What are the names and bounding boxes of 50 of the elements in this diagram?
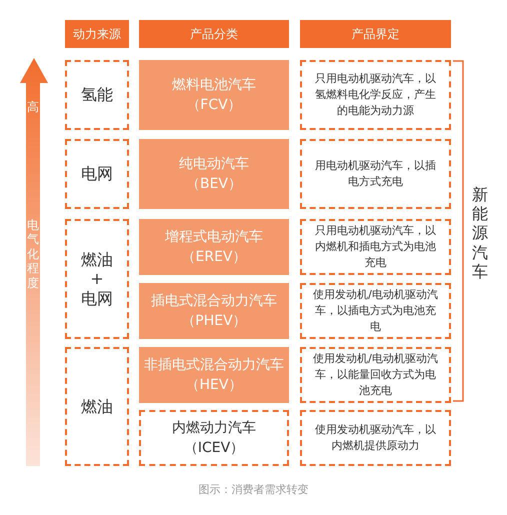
cell-text: （HEV） <box>186 376 242 395</box>
power-source-cell <box>65 347 129 466</box>
definition-text: 只用电动机驱动汽车，以氢燃料电化学反应，产生的电能为动力源 <box>314 71 437 119</box>
cell-text: 非插电式混合动力汽车 <box>144 356 284 375</box>
cell-text: 燃油 <box>81 250 113 270</box>
definition-cell <box>300 139 451 209</box>
power-source-cell <box>65 60 129 130</box>
definition-cell <box>300 410 451 466</box>
definition-text: 只用电动机驱动汽车，以内燃机和插电方式为电池充电 <box>314 223 437 271</box>
power-source-cell <box>65 219 129 339</box>
cell-text: 内燃动力汽车 <box>172 418 256 438</box>
definition-cell <box>300 60 451 130</box>
cell-text: 燃料电池汽车 <box>172 76 256 95</box>
category-box <box>139 60 289 130</box>
definition-cell <box>300 219 451 275</box>
header-text: 产品分类 <box>190 26 238 42</box>
cell-text: 电网 <box>81 288 113 308</box>
arrow-label: 电气化程度 <box>27 218 39 290</box>
caption: 图示：消费者需求转变 <box>198 482 310 497</box>
cell-text: （PHEV） <box>181 312 247 331</box>
cell-text: （FCV） <box>186 96 242 115</box>
cell-text: 纯电动汽车 <box>179 154 249 174</box>
definition-text: 用电动机驱动汽车，以插电方式充电 <box>314 158 437 190</box>
definition-text: 使用发动机驱动汽车，以内燃机提供原动力 <box>314 422 437 454</box>
category-box <box>139 410 289 466</box>
column-header <box>65 20 129 48</box>
category-box <box>139 139 289 209</box>
column-header <box>139 20 289 48</box>
cell-text: 电网 <box>81 164 113 184</box>
definition-text: 使用发动机/电动机驱动汽车，以插电方式为电池充电 <box>312 287 439 335</box>
category-box <box>139 219 289 275</box>
definition-text: 使用发动机/电动机驱动汽车，以能量回收方式为电池充电 <box>312 351 439 399</box>
cell-text: （BEV） <box>186 175 242 194</box>
cell-text: + <box>90 269 104 289</box>
power-source-cell <box>65 139 129 209</box>
cell-text: （EREV） <box>182 248 246 267</box>
definition-cell <box>300 283 451 339</box>
cell-text: 氢能 <box>81 85 113 105</box>
column-header <box>300 20 451 48</box>
cell-text: （ICEV） <box>184 439 244 458</box>
category-box <box>139 283 289 339</box>
header-text: 产品界定 <box>352 26 400 42</box>
cell-text: 插电式混合动力汽车 <box>151 292 277 311</box>
header-text: 动力来源 <box>73 26 121 42</box>
cell-text: 增程式电动汽车 <box>165 228 263 247</box>
cell-text: 燃油 <box>81 396 113 416</box>
arrow-label: 高 <box>27 100 39 114</box>
category-box <box>139 347 289 403</box>
group-label: 新能源汽车 <box>472 185 488 281</box>
definition-cell <box>300 347 451 403</box>
